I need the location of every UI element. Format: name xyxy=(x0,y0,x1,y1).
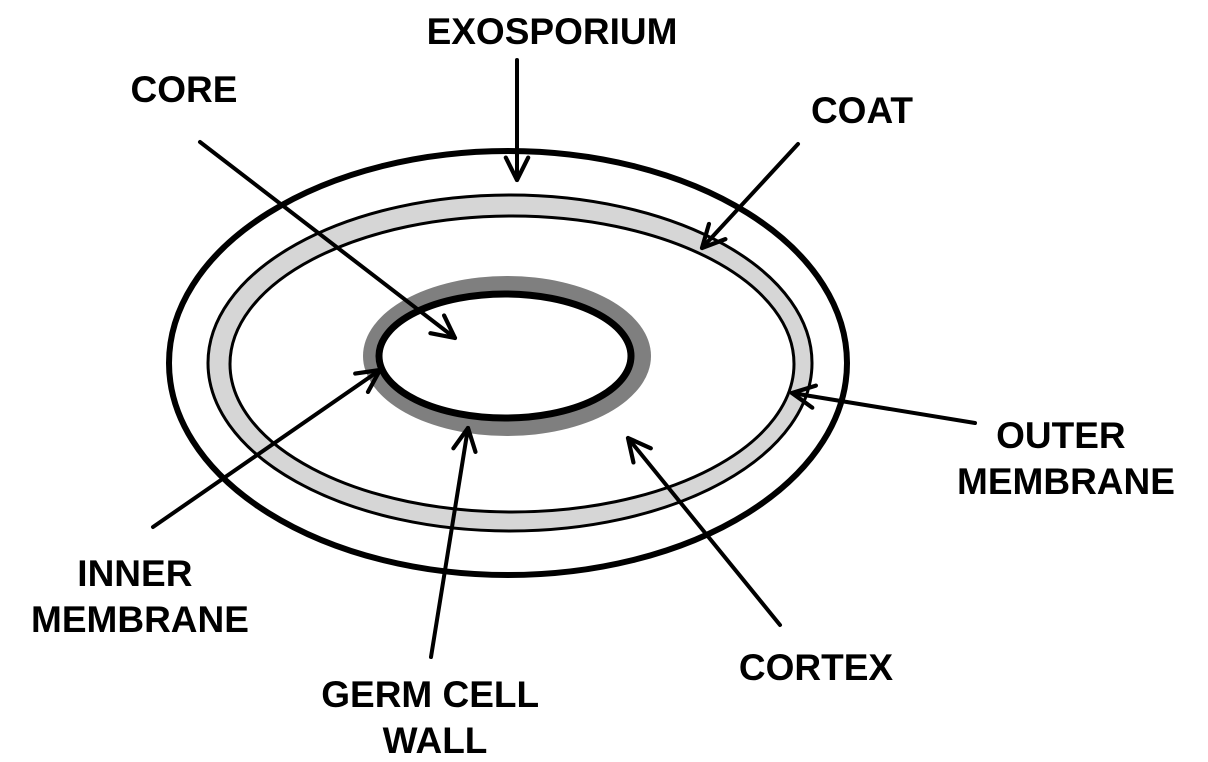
germ-cell-wall-label-line2: WALL xyxy=(383,720,488,761)
core-label: CORE xyxy=(131,69,238,110)
germ-cell-wall-label: GERM CELL WALL xyxy=(321,674,549,761)
outer-membrane-label-line1: OUTER xyxy=(996,415,1126,456)
exosporium-label: EXOSPORIUM xyxy=(427,11,678,52)
inner-membrane-label-line2: MEMBRANE xyxy=(31,599,249,640)
core-layer xyxy=(379,294,631,418)
germ-cell-wall-label-line1: GERM CELL xyxy=(321,674,538,715)
inner-membrane-label-line1: INNER xyxy=(77,553,192,594)
coat-label: COAT xyxy=(811,90,913,131)
inner-membrane-label: INNER MEMBRANE xyxy=(31,553,249,640)
outer-membrane-label: OUTER MEMBRANE xyxy=(957,415,1175,502)
cortex-label: CORTEX xyxy=(739,647,894,688)
outer-membrane-label-line2: MEMBRANE xyxy=(957,461,1175,502)
